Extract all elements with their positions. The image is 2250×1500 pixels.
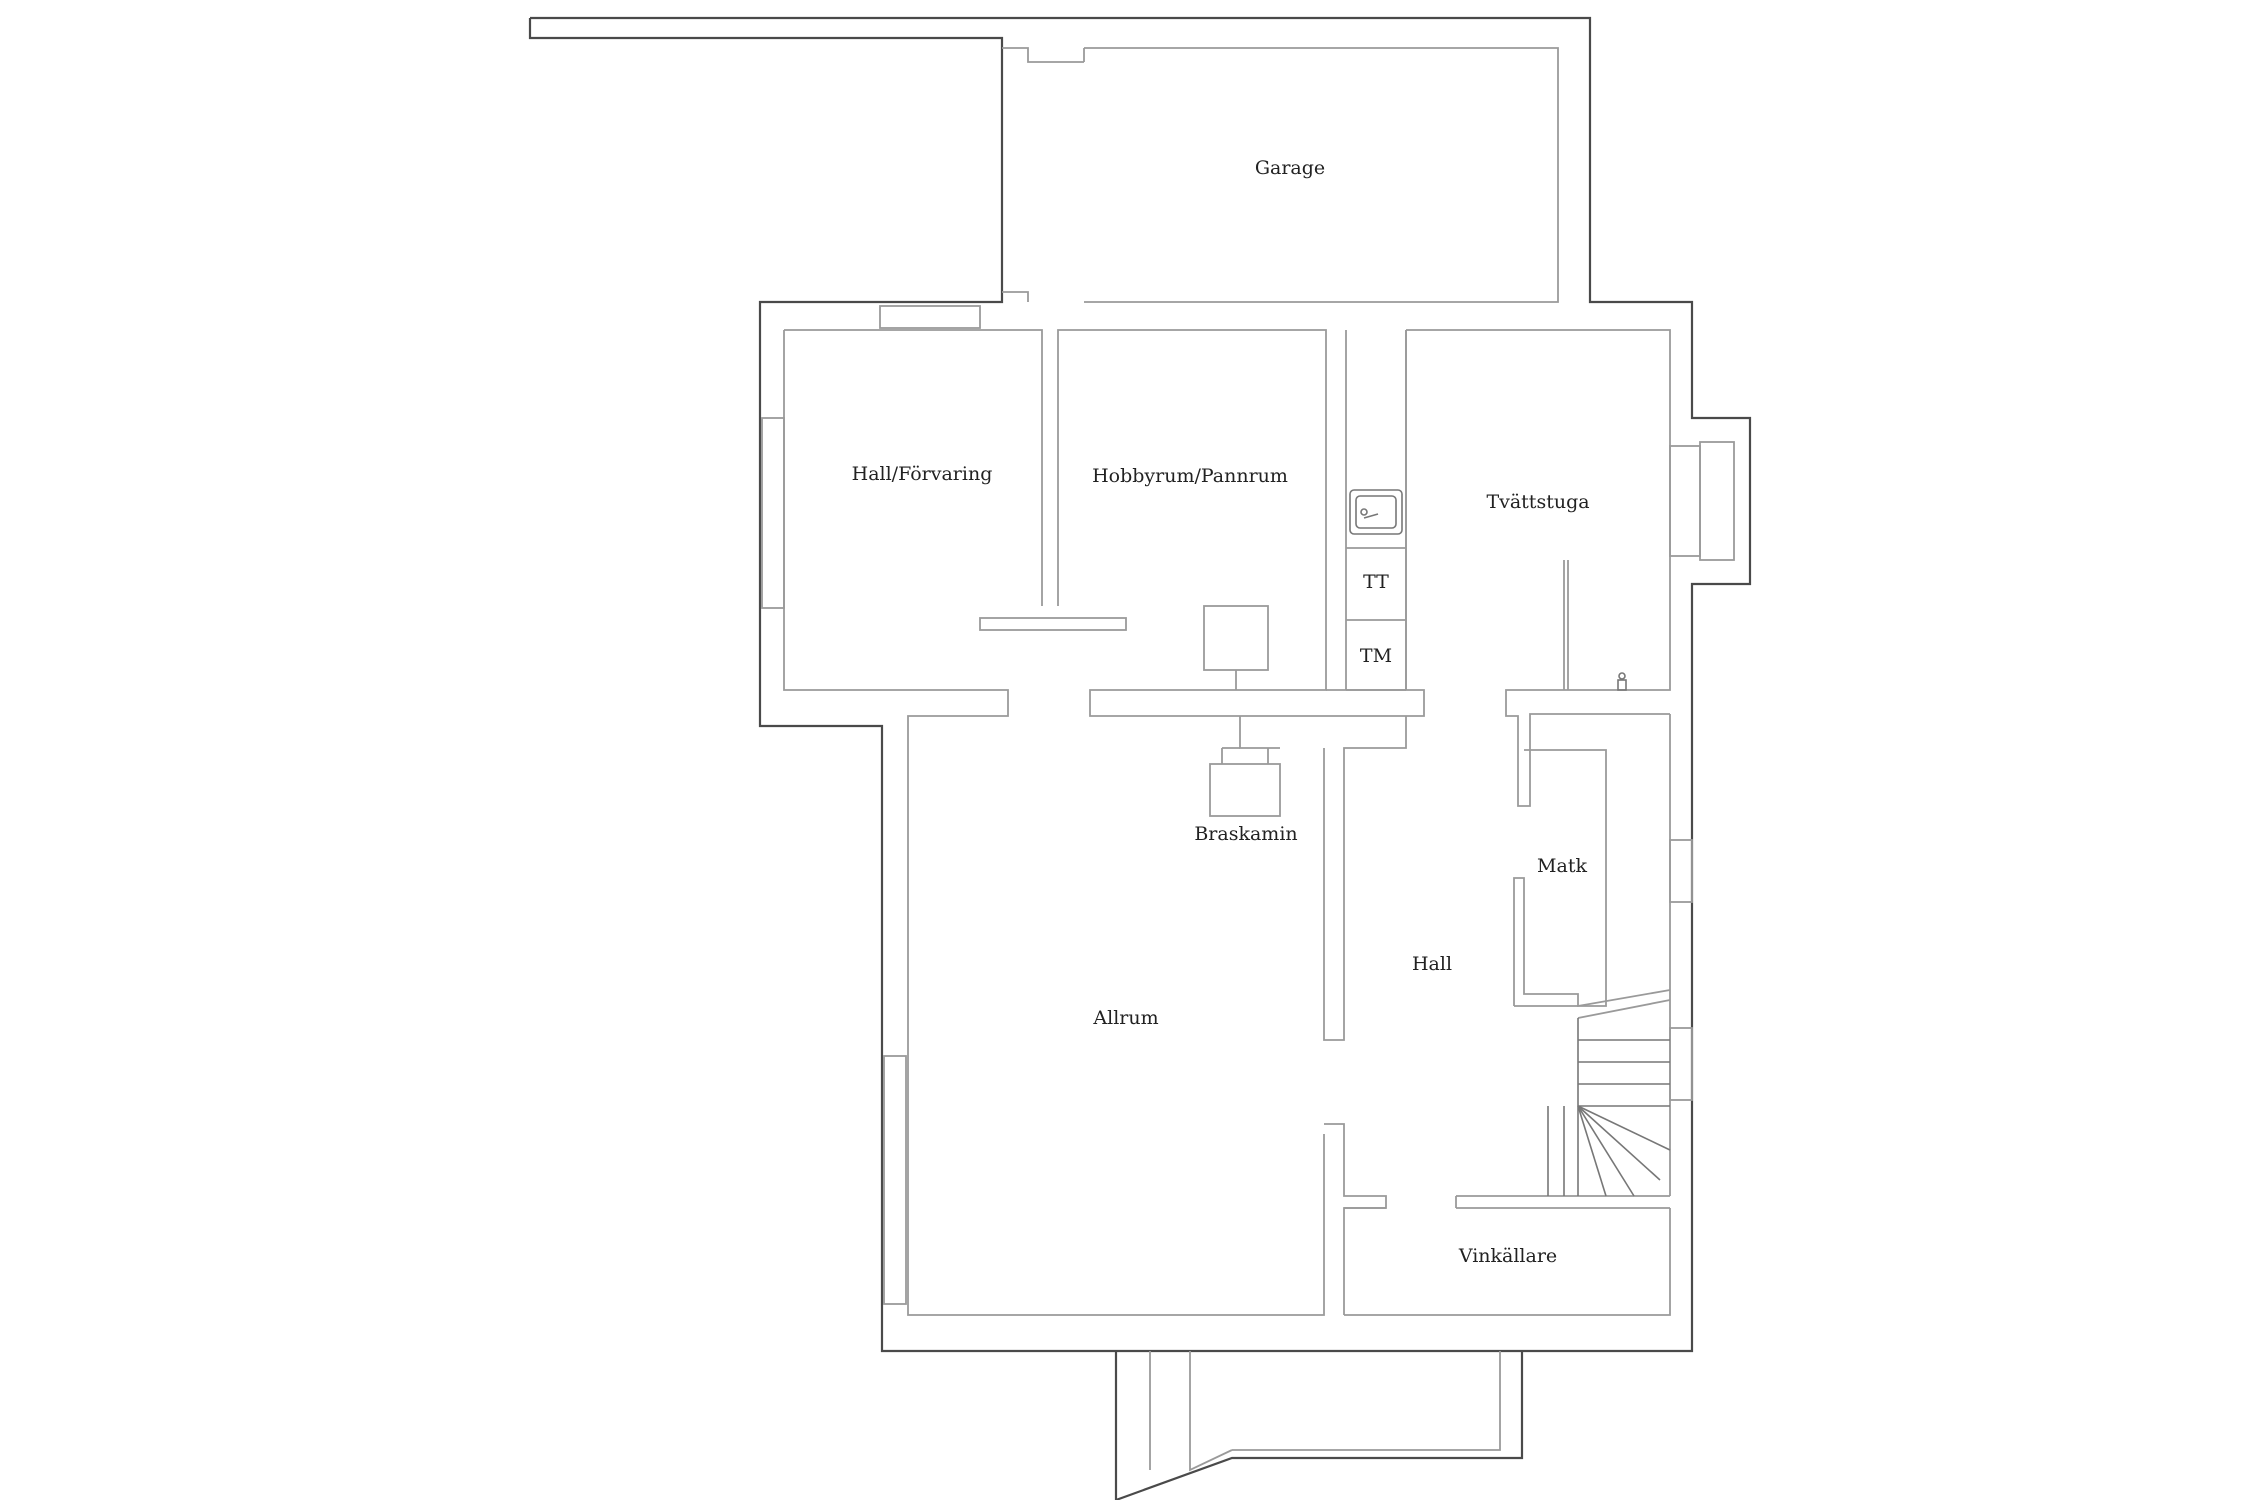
label-matk: Matk	[1537, 855, 1587, 877]
label-garage: Garage	[1255, 157, 1325, 179]
label-tvattstuga: Tvättstuga	[1486, 491, 1589, 513]
label-allrum: Allrum	[1092, 1007, 1158, 1029]
label-vinkallare: Vinkällare	[1458, 1245, 1557, 1267]
partitions	[783, 329, 1671, 1316]
label-tt: TT	[1363, 571, 1389, 593]
label-hall: Hall	[1412, 953, 1452, 975]
bottom-extension	[1114, 1351, 1524, 1500]
sink-icon	[1349, 489, 1403, 535]
drain-icon	[1617, 672, 1627, 691]
label-tm: TM	[1360, 645, 1392, 667]
room-labels: Garage Hall/Förvaring Hobbyrum/Pannrum T…	[852, 157, 1590, 1267]
outer-walls	[528, 16, 1752, 1353]
label-hall-forvaring: Hall/Förvaring	[852, 463, 993, 485]
label-hobbyrum-pannrum: Hobbyrum/Pannrum	[1092, 465, 1288, 487]
staircase	[1547, 1018, 1671, 1197]
label-braskamin: Braskamin	[1194, 823, 1297, 845]
